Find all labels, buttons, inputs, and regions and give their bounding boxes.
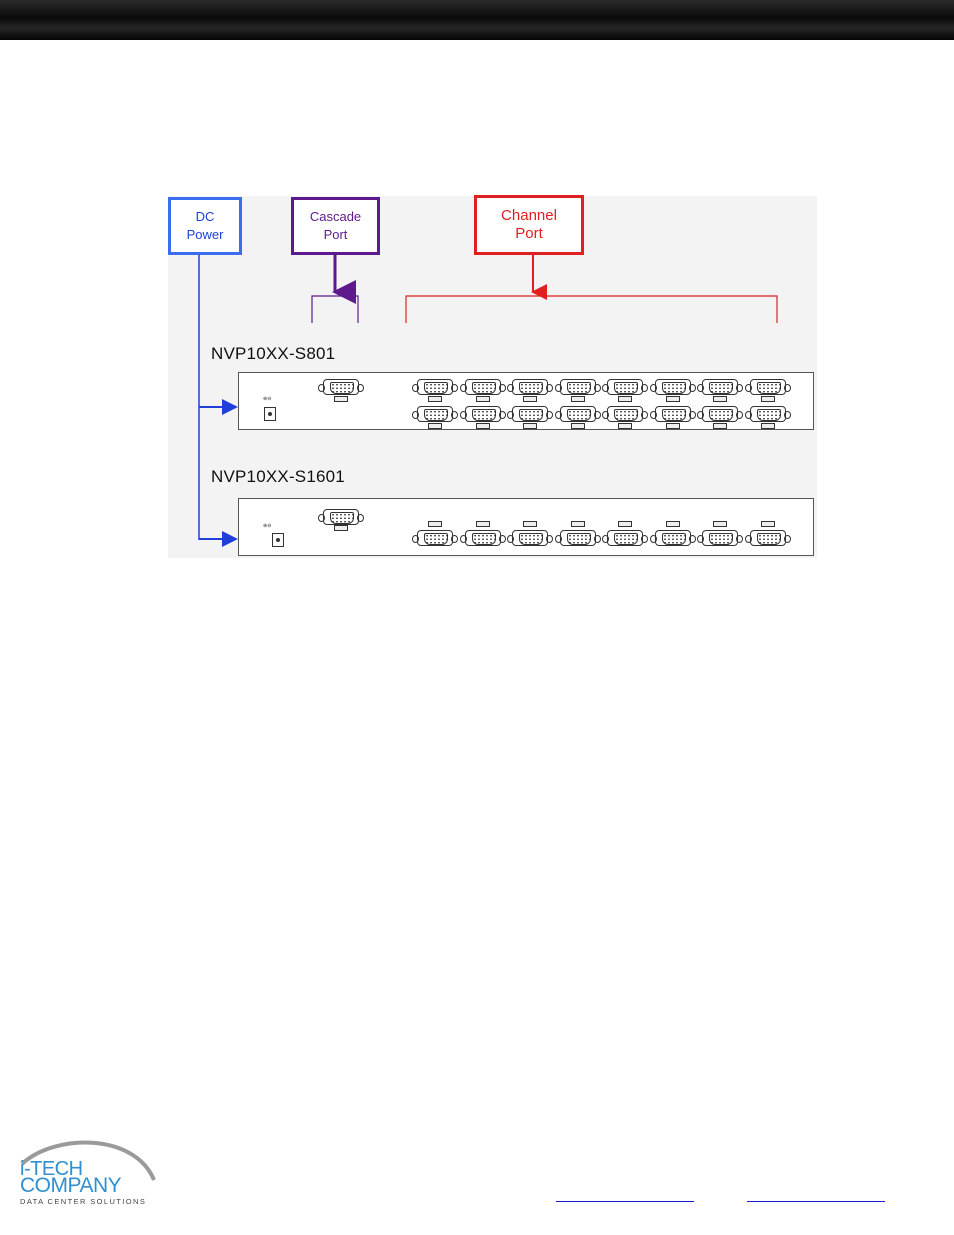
- channel-port-tag: [666, 396, 680, 402]
- channel-port-connector-icon: [512, 379, 548, 395]
- power-symbol-icon: ⊕⊖: [263, 523, 271, 529]
- logo-line2: COMPANY: [20, 1174, 121, 1198]
- channel-port-connector-icon: [607, 406, 643, 422]
- channel-port-connector-icon: [417, 379, 453, 395]
- model-label-s1601: NVP10XX-S1601: [211, 467, 345, 487]
- channel-port-connector-icon: [465, 530, 501, 546]
- channel-port-connector-icon: [655, 379, 691, 395]
- power-symbol-icon: ⊕⊖: [263, 396, 271, 402]
- company-logo: i-TECH COMPANY DATA CENTER SOLUTIONS: [14, 1140, 160, 1210]
- channel-port-connector-icon: [417, 530, 453, 546]
- channel-port-tag: [571, 521, 585, 527]
- channel-port-connector-icon: [750, 406, 786, 422]
- channel-port-connector-icon: [607, 530, 643, 546]
- channel-port-tag: [618, 521, 632, 527]
- header-bar: [0, 0, 954, 40]
- kvm-panel-s1601: ⊕⊖: [238, 498, 814, 556]
- channel-port-connector-icon: [607, 379, 643, 395]
- channel-port-tag: [666, 521, 680, 527]
- channel-port-callout: Channel Port: [474, 195, 584, 255]
- channel-port-connector-icon: [750, 530, 786, 546]
- channel-port-tag: [428, 521, 442, 527]
- channel-port-tag: [713, 521, 727, 527]
- cascade-port-label-line2: Port: [324, 226, 348, 244]
- dc-power-jack-icon: [272, 533, 284, 547]
- footer-link-right[interactable]: [747, 1200, 885, 1202]
- channel-port-tag: [713, 396, 727, 402]
- channel-port-tag: [476, 521, 490, 527]
- channel-port-label-line1: Channel: [501, 207, 557, 225]
- cascade-port-connector-icon: [323, 509, 359, 525]
- channel-port-connector-icon: [465, 379, 501, 395]
- channel-port-connector-icon: [512, 406, 548, 422]
- channel-port-tag: [571, 396, 585, 402]
- dc-power-label-line2: Power: [187, 226, 224, 244]
- channel-port-tag: [523, 521, 537, 527]
- channel-port-connector-icon: [655, 406, 691, 422]
- channel-port-connector-icon: [512, 530, 548, 546]
- cascade-port-connector-icon: [323, 379, 359, 395]
- channel-port-connector-icon: [560, 530, 596, 546]
- channel-port-tag: [666, 423, 680, 429]
- channel-port-tag: [428, 396, 442, 402]
- channel-port-connector-icon: [702, 406, 738, 422]
- cascade-port-label-line1: Cascade: [310, 208, 361, 226]
- channel-port-connector-icon: [702, 379, 738, 395]
- channel-port-tag: [523, 423, 537, 429]
- model-label-s801: NVP10XX-S801: [211, 344, 335, 364]
- channel-port-tag: [713, 423, 727, 429]
- cascade-port-tag: [334, 525, 348, 531]
- cascade-port-callout: Cascade Port: [291, 197, 380, 255]
- channel-port-tag: [618, 396, 632, 402]
- dc-power-jack-icon: [264, 407, 276, 421]
- channel-port-connector-icon: [750, 379, 786, 395]
- channel-port-connector-icon: [560, 406, 596, 422]
- dc-power-label-line1: DC: [196, 208, 215, 226]
- logo-tagline: DATA CENTER SOLUTIONS: [20, 1197, 146, 1206]
- channel-port-tag: [428, 423, 442, 429]
- channel-port-tag: [761, 396, 775, 402]
- channel-port-tag: [571, 423, 585, 429]
- kvm-panel-s801: ⊕⊖: [238, 372, 814, 430]
- cascade-port-tag: [334, 396, 348, 402]
- channel-port-label-line2: Port: [515, 225, 543, 243]
- channel-port-connector-icon: [560, 379, 596, 395]
- channel-port-connector-icon: [417, 406, 453, 422]
- channel-port-connector-icon: [702, 530, 738, 546]
- channel-port-tag: [761, 423, 775, 429]
- dc-power-callout: DC Power: [168, 197, 242, 255]
- footer-link-left[interactable]: [556, 1200, 694, 1202]
- channel-port-tag: [476, 423, 490, 429]
- channel-port-tag: [523, 396, 537, 402]
- channel-port-tag: [618, 423, 632, 429]
- channel-port-connector-icon: [465, 406, 501, 422]
- channel-port-tag: [476, 396, 490, 402]
- channel-port-connector-icon: [655, 530, 691, 546]
- channel-port-tag: [761, 521, 775, 527]
